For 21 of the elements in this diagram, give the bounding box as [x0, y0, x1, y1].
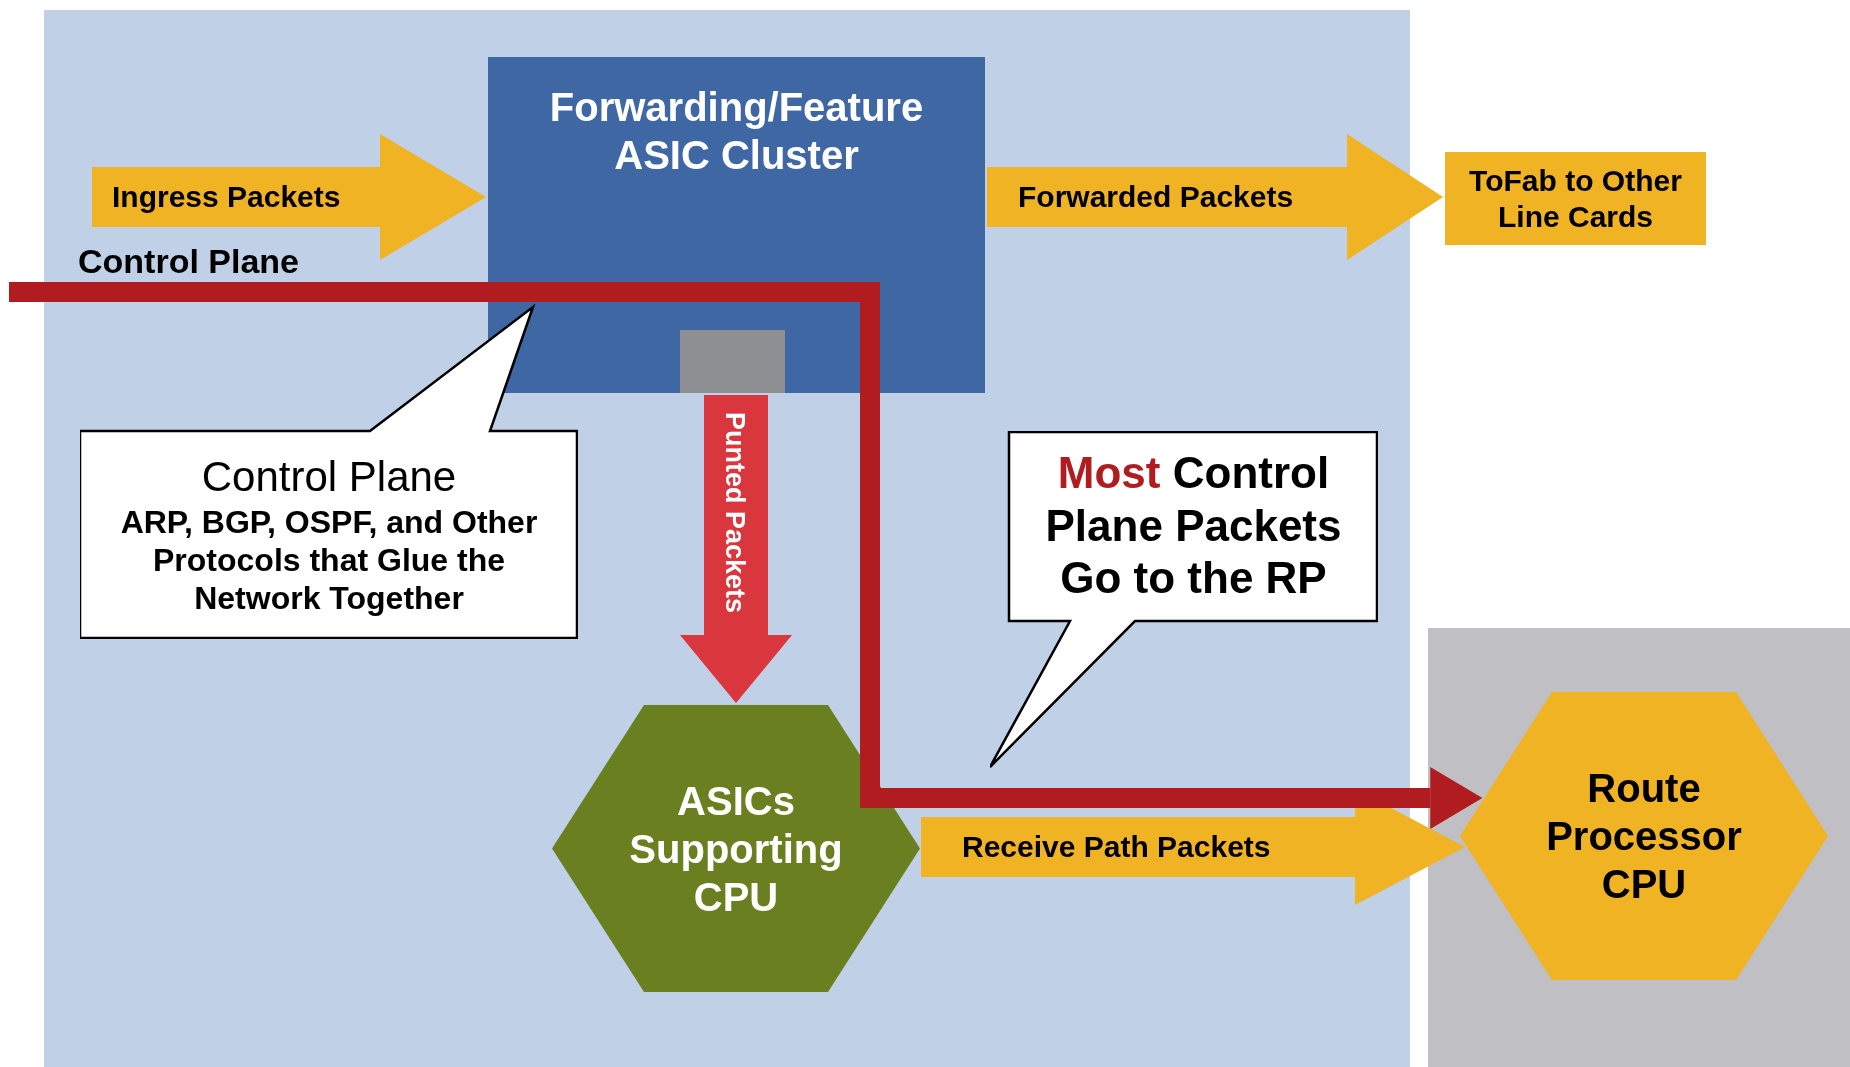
edge-label: Forwarded Packets	[1018, 179, 1294, 215]
callout-heading: Control Plane	[200, 452, 458, 503]
arrow	[9, 282, 1483, 829]
callout-box	[990, 431, 1378, 769]
cpu-hexagon	[552, 705, 920, 992]
edge-label: Punted Packets	[721, 412, 748, 614]
block-arrow	[680, 395, 792, 703]
node-label: ASICs Supporting CPU	[628, 777, 844, 921]
destination-box	[1445, 152, 1706, 245]
callout-text: ARP, BGP, OSPF, and Other Protocols that Glue the Network Together	[119, 502, 539, 618]
asic-cluster-box	[488, 57, 985, 393]
edge-label: Control Plane	[78, 241, 300, 282]
block-arrow	[987, 134, 1443, 260]
node-label: Route Processor CPU	[1545, 765, 1743, 908]
block-arrow	[92, 134, 486, 260]
node-label: Forwarding/Feature ASIC Cluster	[548, 84, 925, 179]
edge-label: Ingress Packets	[112, 179, 341, 215]
cpu-hexagon	[1460, 692, 1828, 980]
callout-heading: Most Control Plane Packets Go to the RP	[1044, 446, 1343, 605]
edge-label: Receive Path Packets	[962, 829, 1271, 865]
node-label: ToFab to Other Line Cards	[1468, 162, 1683, 235]
